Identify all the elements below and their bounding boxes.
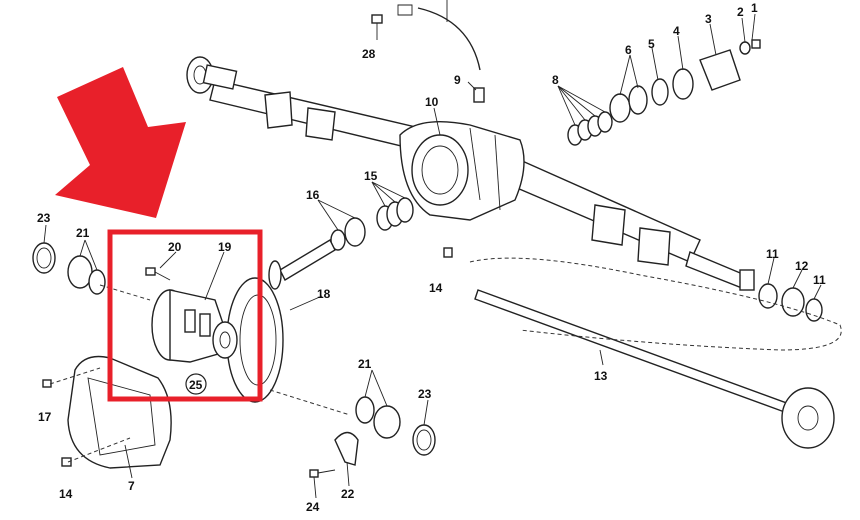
nut-11-left (758, 283, 778, 309)
label-part-11-left: 11 (766, 247, 779, 261)
bolt-28 (371, 14, 383, 40)
label-part-28: 28 (362, 47, 376, 61)
cover-7 (67, 355, 172, 469)
washer-12 (781, 287, 805, 317)
hose-clip (397, 4, 413, 16)
pinion-stack (567, 39, 761, 146)
nut-11-right (805, 298, 823, 322)
carrier-bearings (279, 197, 414, 281)
bolt-20 (145, 267, 171, 281)
label-part-2: 2 (737, 5, 744, 19)
label-part-7: 7 (128, 479, 135, 493)
label-part-1: 1 (751, 1, 758, 15)
left-bearing (32, 242, 106, 295)
label-part-23-left: 23 (37, 211, 51, 225)
label-part-3: 3 (705, 12, 712, 26)
breather-hose (417, 7, 481, 71)
label-part-10: 10 (425, 95, 439, 109)
label-part-13: 13 (594, 369, 608, 383)
label-part-6: 6 (625, 43, 632, 57)
label-part-14-lower: 14 (59, 487, 73, 501)
bearing-cap-22 (334, 431, 359, 466)
label-part-14-upper: 14 (429, 281, 443, 295)
label-part-21-left: 21 (76, 226, 90, 240)
differential-19 (151, 289, 238, 363)
label-part-12: 12 (795, 259, 809, 273)
label-part-9: 9 (454, 73, 461, 87)
label-part-21-right: 21 (358, 357, 372, 371)
label-part-23-right: 23 (418, 387, 432, 401)
label-part-15: 15 (364, 169, 378, 183)
label-part-4: 4 (673, 24, 680, 38)
leader-lines (43, 0, 822, 499)
label-part-16: 16 (306, 188, 320, 202)
label-part-19: 19 (218, 240, 232, 254)
bolt-14-upper (443, 247, 453, 258)
label-part-11-right: 11 (813, 273, 826, 287)
right-bearing (355, 396, 436, 456)
part-25-circle (185, 373, 207, 395)
bolt-17 (42, 379, 52, 388)
part-labels: 1 2 3 4 5 6 7 8 9 10 11 11 12 13 14 14 1… (37, 1, 826, 514)
bolt-24 (309, 469, 336, 478)
label-part-20: 20 (168, 240, 182, 254)
label-part-8: 8 (552, 73, 559, 87)
highlight-box (107, 229, 263, 402)
axle-housing (186, 56, 755, 291)
highlight-arrow (55, 67, 186, 218)
axle-shaft-13 (474, 289, 835, 449)
vent-9 (467, 81, 485, 103)
label-part-25: 25 (189, 378, 203, 392)
label-part-5: 5 (648, 37, 655, 51)
bolt-14-lower (61, 457, 72, 467)
label-part-17: 17 (38, 410, 52, 424)
label-part-18: 18 (317, 287, 331, 301)
label-part-24: 24 (306, 500, 320, 514)
label-part-22: 22 (341, 487, 355, 501)
